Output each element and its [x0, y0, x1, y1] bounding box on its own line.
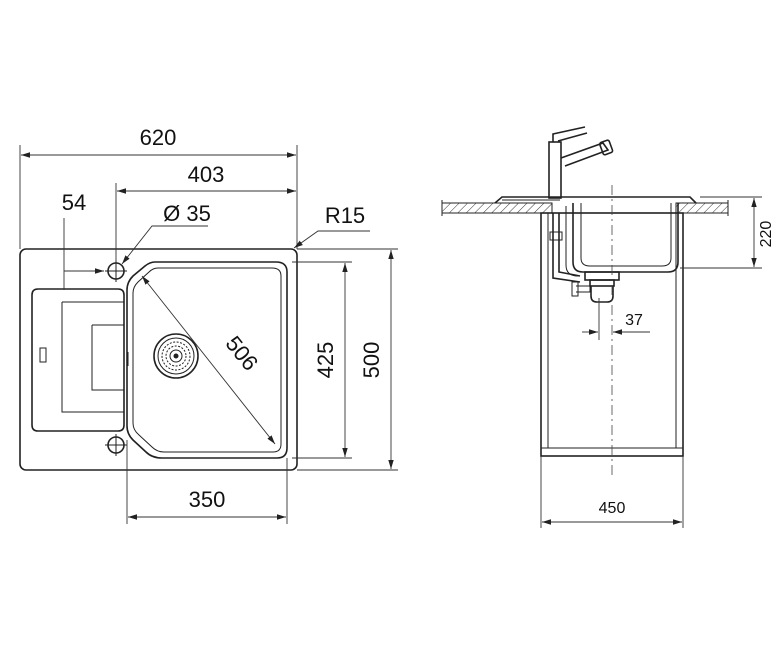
overflow-slot — [39, 347, 47, 363]
bowl-inner-rib — [565, 206, 579, 277]
leader-35 — [121, 225, 208, 265]
side-view: 220 37 450 — [441, 126, 775, 528]
countertop-right — [675, 202, 729, 214]
dim-label-425: 425 — [313, 342, 338, 379]
waste-trap — [571, 271, 620, 303]
overflow-connector — [549, 231, 563, 241]
sink-bowl-side — [572, 203, 679, 273]
dim-label-37: 37 — [625, 312, 643, 329]
dim-label-r15: R15 — [325, 203, 365, 228]
tap-hole-bottom — [105, 434, 127, 456]
dim-label-350: 350 — [189, 487, 226, 512]
dim-label-403: 403 — [188, 162, 225, 187]
overflow-pipe — [552, 213, 581, 283]
drainer-inner — [61, 301, 124, 413]
main-bowl — [126, 261, 288, 459]
dim-label-220: 220 — [758, 221, 775, 248]
countertop-left — [441, 202, 553, 214]
dim-label-35: Ø 35 — [163, 201, 211, 226]
sink-outer-outline — [19, 248, 298, 471]
drainer-area — [31, 288, 125, 432]
faucet — [548, 126, 614, 199]
dim-label-54: 54 — [62, 190, 86, 215]
sink-rim — [494, 196, 697, 204]
drainer-recess — [91, 324, 124, 391]
dim-line-506 — [141, 275, 276, 445]
dim-label-500: 500 — [359, 342, 384, 379]
leader-r15 — [293, 230, 370, 249]
dim-label-450: 450 — [599, 500, 626, 517]
main-bowl-inner — [132, 267, 282, 453]
dim-label-506: 506 — [221, 331, 264, 375]
dim-label-620: 620 — [140, 125, 177, 150]
tap-hole-top — [105, 260, 127, 282]
drain-strainer — [153, 333, 199, 379]
top-view: 620 403 54 Ø 35 R15 506 425 500 350 — [19, 125, 398, 524]
sink-bowl-side-inner — [580, 203, 672, 267]
